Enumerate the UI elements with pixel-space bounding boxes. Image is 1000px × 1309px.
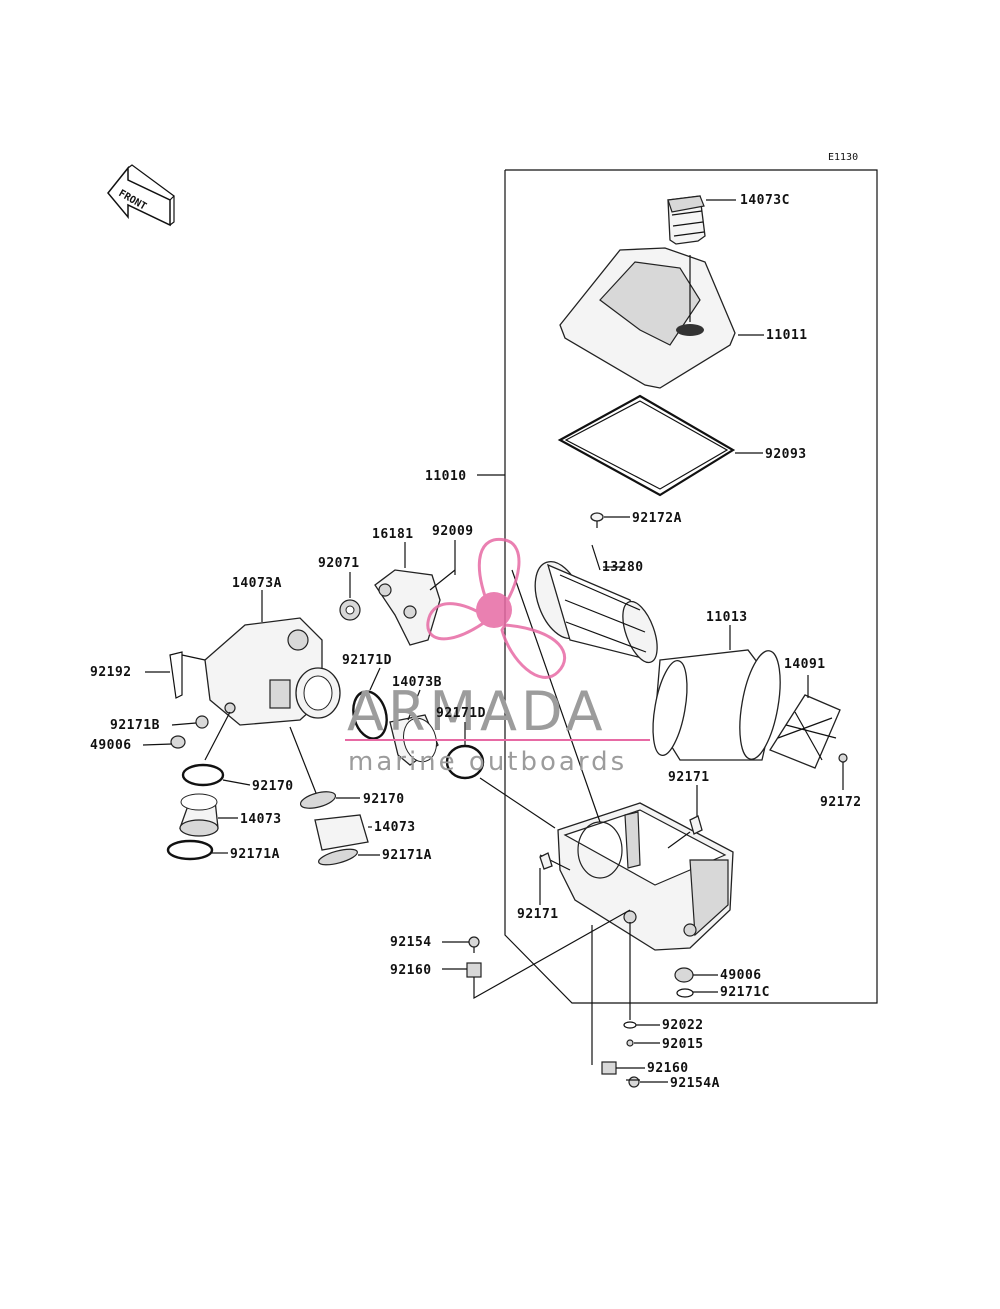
part-label: 49006 — [720, 968, 762, 983]
part-label: 92171 — [517, 907, 559, 922]
part-label: 92192 — [90, 665, 132, 680]
part-label: 14091 — [784, 657, 826, 672]
part-label: 14073 — [240, 812, 282, 827]
part-label: 13280 — [602, 560, 644, 575]
front-arrow-icon: FRONT — [107, 164, 175, 227]
part-clamps-boots — [142, 667, 556, 866]
part-label: 11011 — [766, 328, 808, 343]
part-label: 92093 — [765, 447, 807, 462]
part-label: 49006 — [90, 738, 132, 753]
part-label: 92022 — [662, 1018, 704, 1033]
part-label: 14073B — [392, 675, 442, 690]
part-breather-assembly — [339, 540, 456, 646]
assembly-bracket — [477, 169, 878, 1004]
part-label: 14073A — [232, 576, 282, 591]
part-label: 92009 — [432, 524, 474, 539]
part-label: 14073C — [740, 193, 790, 208]
part-label: 16181 — [372, 527, 414, 542]
watermark-brand: ARMADA — [347, 680, 607, 743]
part-label: 92171D — [436, 706, 486, 721]
part-label: 92172 — [820, 795, 862, 810]
part-label: 92015 — [662, 1037, 704, 1052]
part-air-box-cover — [559, 247, 764, 389]
part-labels: 14073C 11011 92093 11010 92172A 16181 92… — [90, 193, 862, 1091]
part-label: 11013 — [706, 610, 748, 625]
part-label: 92170 — [363, 792, 405, 807]
part-screw-92172a — [590, 512, 630, 528]
part-label: 14073 — [374, 820, 416, 835]
propeller-logo-icon — [426, 537, 567, 679]
part-label: 92171D — [342, 653, 392, 668]
part-filter-cage — [534, 544, 658, 664]
part-screen — [769, 675, 848, 790]
part-label: 92172A — [632, 511, 682, 526]
diagram-code: E1130 — [828, 152, 858, 163]
part-bottom-hardware — [442, 909, 718, 1088]
part-label: 92171 — [668, 770, 710, 785]
part-gasket — [557, 394, 763, 497]
part-label: 92171A — [382, 848, 432, 863]
part-label: 92160 — [390, 963, 432, 978]
part-filter-element — [652, 625, 781, 761]
part-label: 92154A — [670, 1076, 720, 1091]
part-label: 92170 — [252, 779, 294, 794]
part-label: 92160 — [647, 1061, 689, 1076]
part-label: 92171C — [720, 985, 770, 1000]
part-label: 92171A — [230, 847, 280, 862]
part-intake-body — [145, 590, 341, 726]
watermark-tagline: marine outboards — [348, 747, 627, 777]
part-label: 92071 — [318, 556, 360, 571]
part-label: 92171B — [110, 718, 160, 733]
watermark: ARMADA marine outboards — [345, 537, 650, 777]
part-label: 92154 — [390, 935, 432, 950]
part-inlet-duct — [667, 195, 736, 245]
part-label: 11010 — [425, 469, 467, 484]
part-air-box-case — [511, 569, 734, 951]
